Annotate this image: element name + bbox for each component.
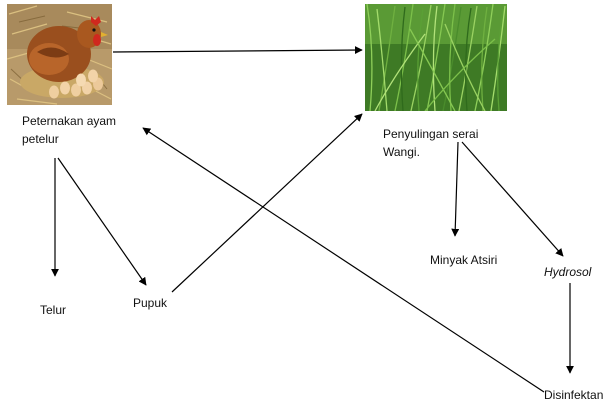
essential-oil-label: Minyak Atsiri	[430, 252, 497, 269]
disinfectant-label: Disinfektan	[544, 387, 603, 404]
distill-label-line2: Wangi.	[383, 144, 420, 161]
farm-label-line1: Peternakan ayam	[22, 113, 116, 130]
arrow-distill-to-essential-oil	[455, 142, 458, 236]
chicken-nest-photo	[7, 4, 112, 105]
lemongrass-photo	[365, 4, 507, 111]
farm-label-line2: petelur	[22, 131, 59, 148]
arrow-farm-to-fertilizer	[58, 158, 146, 285]
eggs-label: Telur	[40, 302, 66, 319]
fertilizer-label: Pupuk	[133, 295, 167, 312]
arrow-distill-to-hydrosol	[462, 142, 563, 256]
arrow-farm-to-distill	[113, 50, 362, 52]
distill-label-line1: Penyulingan serai	[383, 126, 478, 143]
arrow-fertilizer-to-distill	[172, 114, 362, 292]
hydrosol-label: Hydrosol	[544, 264, 591, 281]
